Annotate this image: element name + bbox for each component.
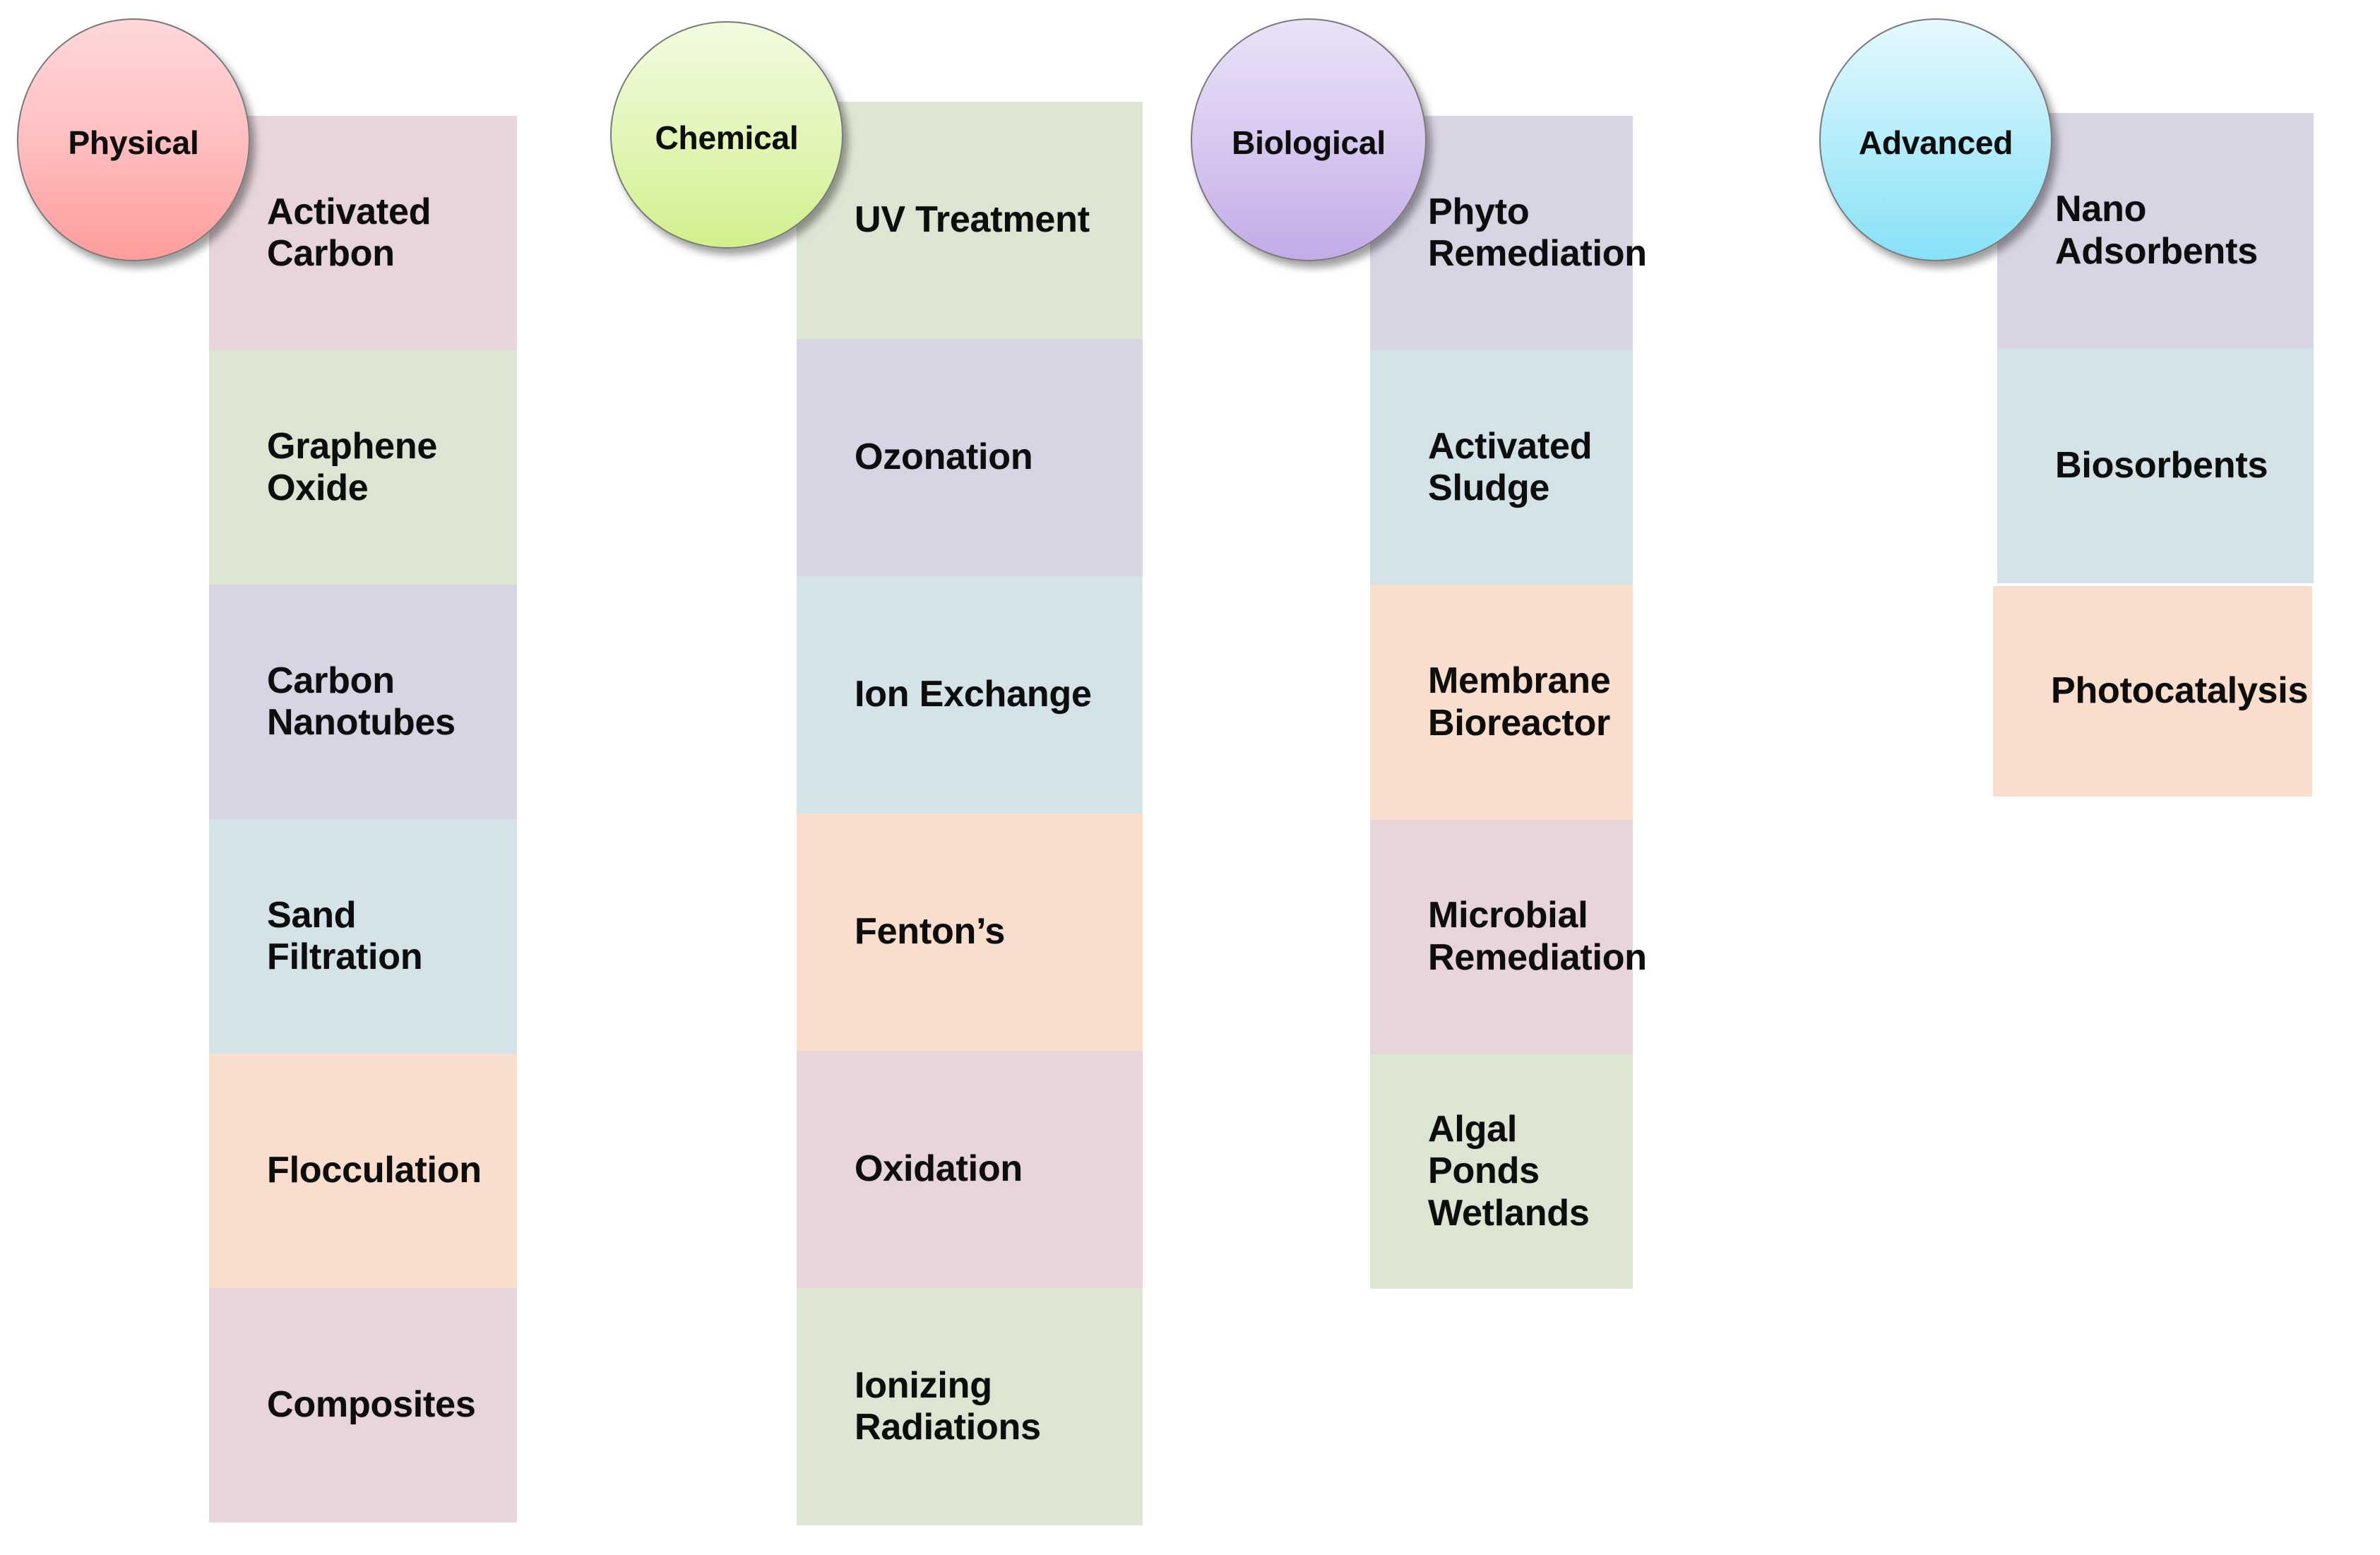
cell-uv-treatment[interactable]: UV Treatment <box>797 102 1143 339</box>
cell-label: Ozonation <box>855 436 1033 478</box>
cell-label: Activated Carbon <box>267 191 432 274</box>
cell-carbon-nanotubes[interactable]: Carbon Nanotubes <box>209 585 517 819</box>
column-physical: Activated Carbon Graphene Oxide Carbon N… <box>209 116 517 1523</box>
cell-label: Biosorbents <box>2055 444 2268 486</box>
cell-nano-adsorbents[interactable]: Nano Adsorbents <box>1997 113 2314 348</box>
cell-photocatalysis[interactable]: Photocatalysis <box>1993 586 2312 797</box>
cell-membrane-bioreactor[interactable]: Membrane Bioreactor <box>1370 585 1633 820</box>
cell-label: Algal Ponds Wetlands <box>1428 1109 1590 1234</box>
cell-label: UV Treatment <box>855 199 1090 241</box>
cell-label: Fenton’s <box>855 911 1006 953</box>
cell-label: Graphene Oxide <box>267 425 438 508</box>
cell-label: Carbon Nanotubes <box>267 660 456 743</box>
bubble-label: Biological <box>1232 124 1386 161</box>
cell-composites[interactable]: Composites <box>209 1288 517 1523</box>
bubble-biological[interactable]: Biological <box>1191 18 1427 261</box>
cell-label: Composites <box>267 1384 476 1426</box>
cell-ozonation[interactable]: Ozonation <box>797 339 1143 576</box>
cell-label: Phyto Remediation <box>1428 191 1647 275</box>
cell-label: Photocatalysis <box>2051 670 2309 712</box>
cell-microbial-remediation[interactable]: Microbial Remediation <box>1370 819 1647 1054</box>
cell-algal-ponds-wetlands[interactable]: Algal Ponds Wetlands <box>1370 1054 1633 1289</box>
cell-label: Flocculation <box>267 1150 482 1191</box>
bubble-advanced[interactable]: Advanced <box>1819 18 2052 261</box>
cell-sand-filtration[interactable]: Sand Filtration <box>209 819 517 1054</box>
cell-label: Sand Filtration <box>267 894 423 977</box>
cell-label: Oxidation <box>855 1148 1023 1190</box>
column-chemical: UV Treatment Ozonation Ion Exchange Fent… <box>797 102 1143 1525</box>
cell-fentons[interactable]: Fenton’s <box>797 814 1143 1051</box>
bubble-physical[interactable]: Physical <box>17 18 250 261</box>
cell-ionizing-radiations[interactable]: Ionizing Radiations <box>797 1288 1143 1525</box>
bubble-label: Physical <box>68 124 199 161</box>
bubble-label: Chemical <box>655 119 799 156</box>
bubble-label: Advanced <box>1858 124 2013 161</box>
cell-activated-sludge[interactable]: Activated Sludge <box>1370 350 1633 585</box>
cell-label: Ionizing Radiations <box>855 1364 1041 1448</box>
cell-activated-carbon[interactable]: Activated Carbon <box>209 116 517 350</box>
cell-label: Microbial Remediation <box>1428 895 1647 978</box>
cell-label: Nano Adsorbents <box>2055 189 2258 272</box>
cell-graphene-oxide[interactable]: Graphene Oxide <box>209 350 517 585</box>
cell-label: Membrane Bioreactor <box>1428 660 1611 744</box>
bubble-chemical[interactable]: Chemical <box>610 21 843 249</box>
cell-ion-exchange[interactable]: Ion Exchange <box>797 576 1143 814</box>
cell-label: Activated Sludge <box>1428 426 1593 509</box>
cell-flocculation[interactable]: Flocculation <box>209 1054 517 1288</box>
column-advanced: Nano Adsorbents Biosorbents <box>1997 113 2314 583</box>
cell-biosorbents[interactable]: Biosorbents <box>1997 348 2314 583</box>
cell-label: Ion Exchange <box>855 674 1092 715</box>
cell-oxidation[interactable]: Oxidation <box>797 1051 1143 1288</box>
column-biological: Phyto Remediation Activated Sludge Membr… <box>1370 116 1647 1289</box>
